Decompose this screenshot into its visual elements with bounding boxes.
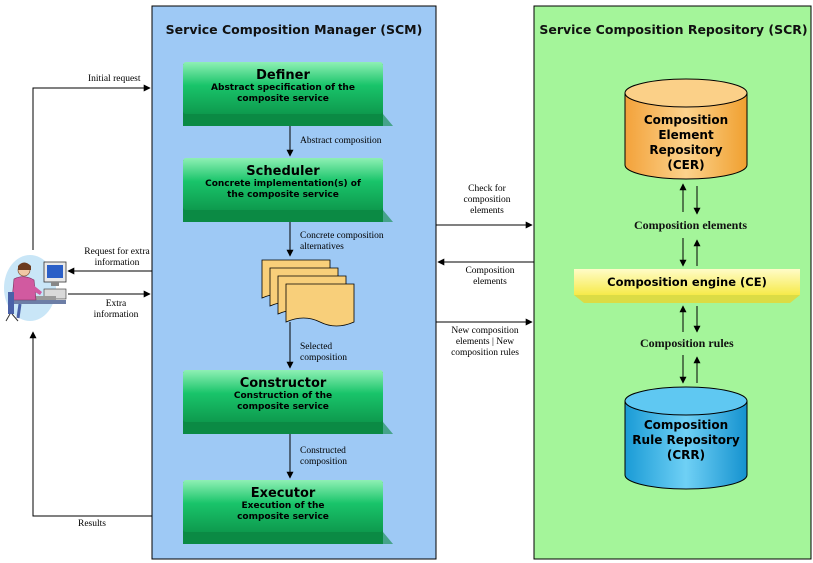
- scheduler-subtitle: Concrete implementation(s) of the compos…: [205, 179, 361, 200]
- label-composition-rules: Composition rules: [640, 336, 734, 350]
- executor-box: [183, 480, 393, 544]
- crr-cylinder: [624, 386, 748, 490]
- definer-node: Definer Abstract specification of the co…: [183, 68, 383, 105]
- scheduler-title: Scheduler: [246, 164, 320, 179]
- constructor-box: [183, 370, 393, 434]
- constructor-title: Constructor: [239, 376, 327, 391]
- definer-title: Definer: [256, 68, 310, 83]
- arrow-initial-request: [32, 84, 151, 250]
- cer-label: Composition Element Repository (CER): [643, 113, 729, 172]
- user-computer-icon: [4, 255, 67, 322]
- label-selected-composition: Selected composition: [300, 342, 347, 363]
- definer-subtitle: Abstract specification of the composite …: [211, 83, 355, 104]
- label-abstract-composition: Abstract composition: [300, 136, 382, 146]
- engine-label: Composition engine (CE): [607, 275, 767, 289]
- constructor-subtitle: Construction of the composite service: [233, 391, 333, 412]
- documents-stack-icon: [261, 259, 355, 327]
- label-new-elements-rules: New composition elements | New compositi…: [451, 326, 519, 358]
- scr-title: Service Composition Repository (SCR): [539, 22, 808, 37]
- label-results: Results: [78, 519, 106, 529]
- definer-box: [183, 62, 393, 126]
- executor-title: Executor: [250, 486, 316, 501]
- scheduler-box: [183, 158, 393, 222]
- label-concrete-alternatives: Concrete composition alternatives: [300, 231, 384, 252]
- engine-bar: [574, 269, 800, 303]
- label-composition-elements-between: Composition elements: [465, 266, 515, 287]
- label-initial-request: Initial request: [88, 74, 141, 84]
- arrow-results: [29, 331, 152, 517]
- label-composition-elements: Composition elements: [634, 218, 747, 232]
- executor-node: Executor Execution of the composite serv…: [183, 486, 383, 523]
- label-check-elements: Check for composition elements: [463, 184, 511, 216]
- scm-title: Service Composition Manager (SCM): [165, 22, 423, 37]
- constructor-node: Constructor Construction of the composit…: [183, 376, 383, 413]
- label-request-extra: Request for extra information: [84, 247, 150, 268]
- executor-subtitle: Execution of the composite service: [237, 501, 329, 522]
- scheduler-node: Scheduler Concrete implementation(s) of …: [183, 164, 383, 201]
- label-extra-information: Extra information: [93, 299, 139, 320]
- crr-label: Composition Rule Repository (CRR): [632, 418, 740, 462]
- cer-cylinder: [624, 78, 748, 180]
- label-constructed-composition: Constructed composition: [300, 446, 347, 467]
